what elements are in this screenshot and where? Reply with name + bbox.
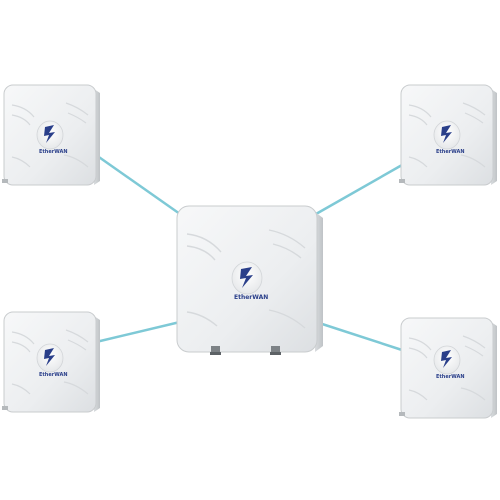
access-point-bottom-left: EtherWAN	[2, 311, 100, 413]
link-top-left	[94, 153, 182, 216]
etherwan-logo-icon	[240, 267, 253, 288]
link-top-right	[314, 163, 404, 216]
access-point-top-right: EtherWAN	[399, 84, 497, 186]
access-point-bottom-right: EtherWAN	[399, 317, 497, 419]
etherwan-logo-icon	[44, 125, 55, 143]
wireless-links	[94, 153, 404, 352]
link-bottom-right	[314, 320, 404, 352]
access-point-center: EtherWAN	[176, 205, 323, 355]
brand-label: EtherWAN	[39, 149, 68, 155]
cable-port-icon	[210, 346, 281, 355]
brand-badge: EtherWAN	[36, 343, 68, 378]
brand-badge: EtherWAN	[36, 120, 68, 155]
etherwan-logo-icon	[441, 125, 452, 143]
brand-label: EtherWAN	[234, 294, 268, 301]
brand-badge: EtherWAN	[433, 120, 465, 155]
etherwan-logo-icon	[441, 350, 452, 368]
brand-badge: EtherWAN	[231, 261, 268, 301]
brand-label: EtherWAN	[39, 372, 68, 378]
access-point-top-left: EtherWAN	[2, 84, 100, 186]
brand-badge: EtherWAN	[433, 345, 465, 380]
brand-label: EtherWAN	[436, 374, 465, 380]
link-bottom-left	[94, 320, 182, 344]
etherwan-logo-icon	[44, 348, 55, 366]
brand-label: EtherWAN	[436, 149, 465, 155]
